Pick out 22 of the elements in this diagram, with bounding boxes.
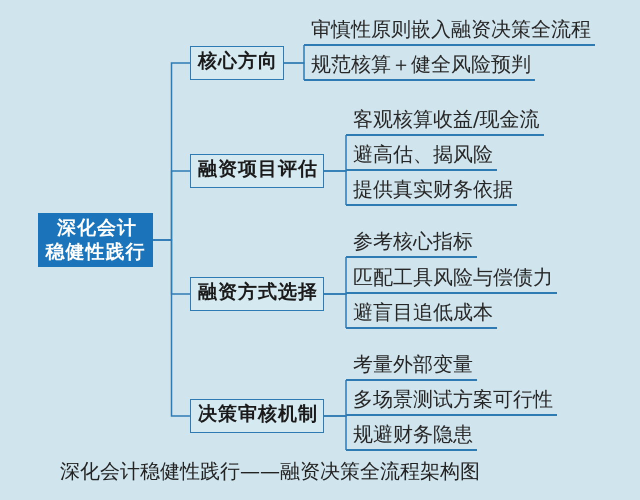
underlined-subtopic: 规避财务隐患 bbox=[346, 421, 477, 451]
branch-topic-box: 融资项目评估 bbox=[190, 154, 324, 188]
connector-line bbox=[324, 415, 347, 451]
connector-line bbox=[324, 170, 347, 206]
branch-topic-box: 决策审核机制 bbox=[190, 399, 324, 433]
underlined-subtopic: 规范核算＋健全风险预判 bbox=[304, 51, 535, 81]
caption: 深化会计稳健性践行——融资决策全流程架构图 bbox=[60, 458, 480, 484]
underlined-subtopic: 审慎性原则嵌入融资决策全流程 bbox=[304, 16, 595, 46]
connector-line bbox=[324, 293, 347, 329]
connector-line bbox=[153, 239, 190, 417]
underlined-subtopic: 参考核心指标 bbox=[346, 228, 477, 258]
underlined-subtopic: 避高估、揭风险 bbox=[346, 141, 497, 171]
branch-topic-box: 融资方式选择 bbox=[190, 277, 324, 311]
branch-topic-box: 核心方向 bbox=[190, 46, 284, 80]
underlined-subtopic: 避盲目追低成本 bbox=[346, 299, 497, 329]
connector-line bbox=[284, 62, 305, 81]
underlined-subtopic: 考量外部变量 bbox=[346, 351, 477, 381]
underlined-subtopic: 多场景测试方案可行性 bbox=[346, 386, 557, 416]
underlined-subtopic: 提供真实财务依据 bbox=[346, 176, 517, 206]
underlined-subtopic: 匹配工具风险与偿债力 bbox=[346, 264, 557, 294]
underlined-subtopic: 客观核算收益/现金流 bbox=[346, 106, 544, 136]
root-topic-box: 深化会计稳健性践行 bbox=[38, 213, 153, 267]
